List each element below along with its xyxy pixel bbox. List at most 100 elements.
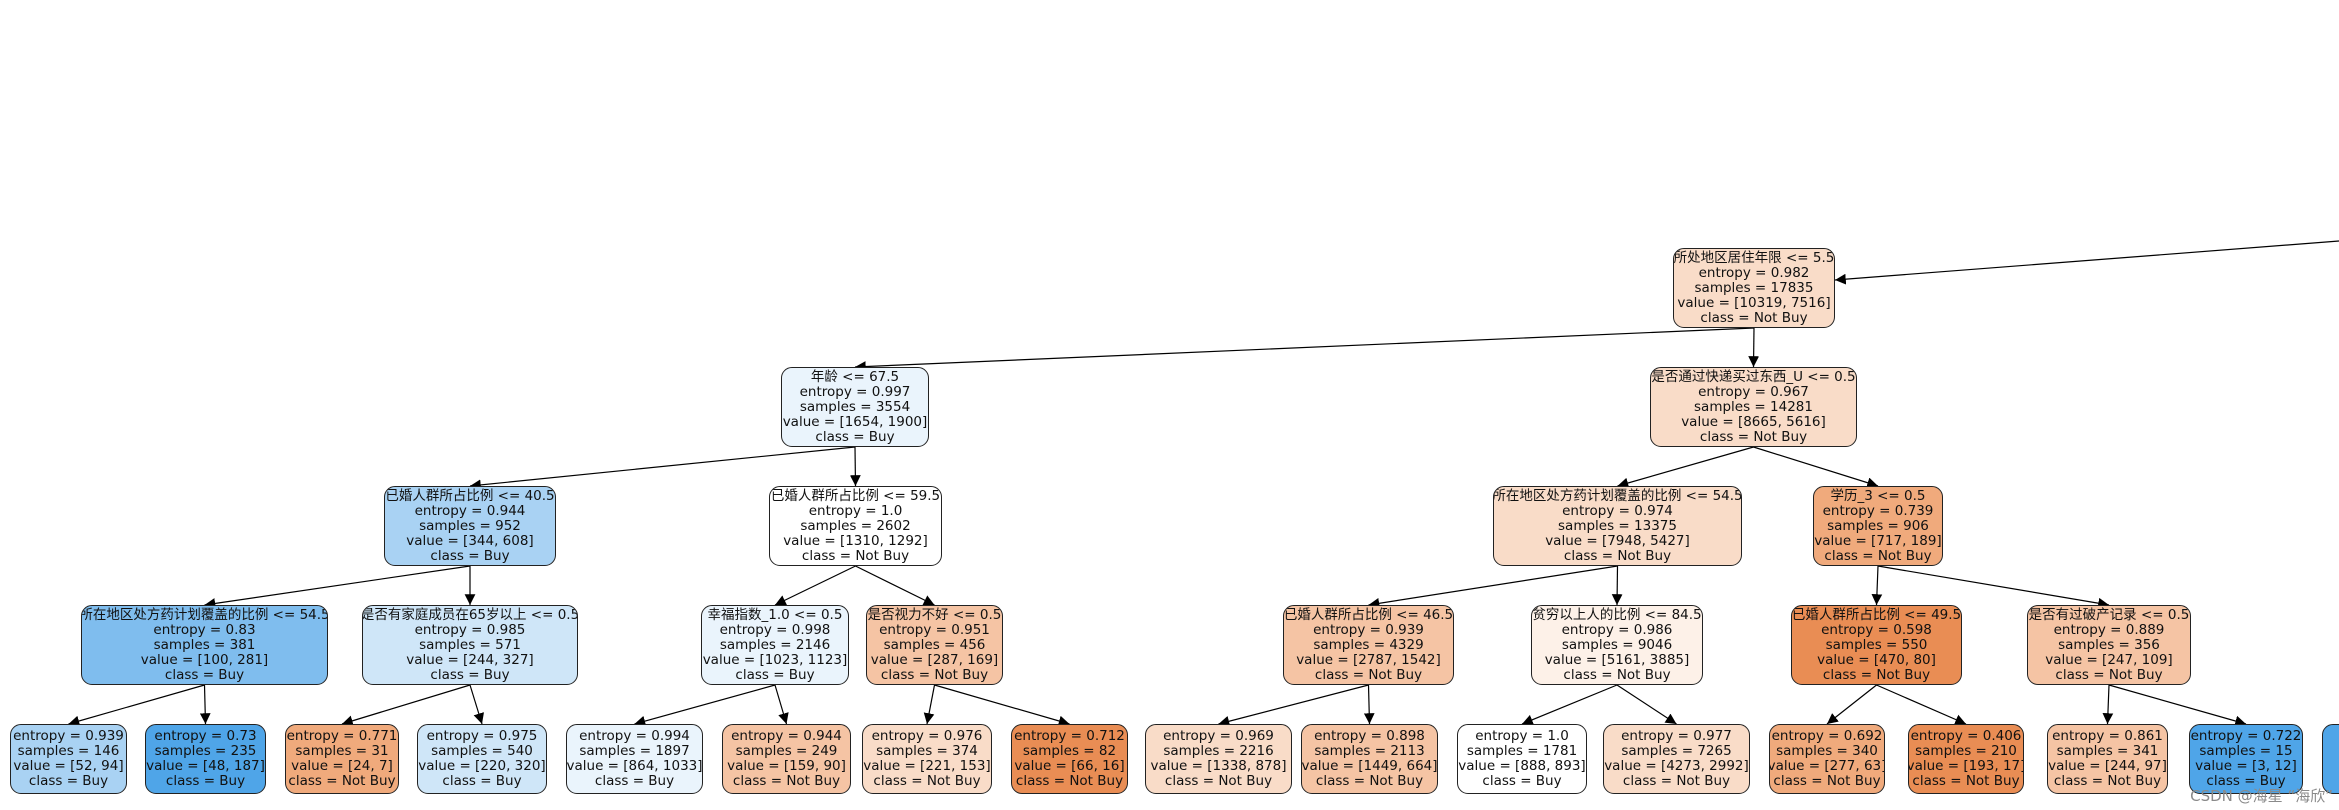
node-line: entropy = 0.939: [1313, 621, 1424, 638]
node-line: class = Not Buy: [1164, 773, 1273, 789]
node-line: samples = 571: [419, 636, 521, 653]
node-line: entropy = 0.975: [426, 728, 538, 744]
edge-parent_offscreen-r: [1834, 240, 2339, 285]
node-line: value = [277, 63]: [1769, 758, 1885, 774]
node-line: class = Buy: [815, 428, 895, 445]
node-line: value = [7948, 5427]: [1545, 532, 1690, 549]
node-line: class = Not Buy: [880, 666, 989, 683]
node-line: samples = 9046: [1561, 636, 1673, 653]
node-line: value = [344, 608]: [406, 532, 534, 549]
node-line: value = [1654, 1900]: [782, 413, 928, 430]
node-line: class = Buy: [430, 666, 510, 683]
node-line: samples = 210: [1915, 743, 2017, 759]
node-line: class = Not Buy: [288, 773, 396, 789]
edge-i-l5: [634, 684, 776, 727]
node-line: samples = 2146: [719, 636, 831, 653]
node-line: value = [864, 1033]: [566, 758, 703, 774]
node-line: entropy = 0.898: [1314, 728, 1425, 744]
node-line: value = [247, 109]: [2045, 651, 2173, 668]
node-line: class = Not Buy: [2055, 666, 2163, 683]
edge-m-l14: [1876, 684, 1967, 725]
node-line: 是否视力不好 <= 0.5: [867, 606, 1002, 623]
node-line: class = Not Buy: [1773, 773, 1881, 789]
node-line: class = Not Buy: [1822, 666, 1931, 683]
node-line: entropy = 0.692: [1771, 728, 1883, 744]
node-line: entropy = 0.944: [731, 728, 842, 744]
node-line: 已婚人群所占比例 <= 40.5: [385, 487, 555, 504]
node-line: samples = 146: [17, 743, 120, 759]
node-line: entropy = 0.889: [2053, 621, 2165, 638]
node-line: 所在地区处方药计划覆盖的比例 <= 54.5: [1493, 487, 1742, 504]
node-line: value = [48, 187]: [146, 758, 265, 774]
node-line: entropy = 0.83: [153, 621, 256, 638]
node-line: class = Not Buy: [1314, 666, 1423, 683]
node-line: value = [470, 80]: [1817, 651, 1936, 668]
node-line: 贫穷以上人的比例 <= 84.5: [1532, 606, 1702, 623]
edge-i-l6: [774, 684, 789, 725]
node-line: value = [220, 320]: [418, 758, 546, 774]
node-line: value = [1310, 1292]: [783, 532, 928, 549]
node-line: value = [3, 12]: [2195, 758, 2297, 774]
node-line: entropy = 0.977: [1621, 728, 1732, 744]
node-line: 是否有过破产记录 <= 0.5: [2028, 606, 2190, 623]
node-line: entropy = 1.0: [808, 502, 903, 519]
edge-g-l2: [199, 684, 211, 725]
node-line: samples = 4329: [1313, 636, 1424, 653]
edge-l-l11: [1521, 684, 1618, 725]
node-line: class = Not Buy: [1700, 309, 1808, 326]
node-line: class = Buy: [1482, 773, 1562, 789]
node-line: value = [244, 327]: [406, 651, 534, 668]
node-line: class = Buy: [735, 666, 815, 683]
edge-j-l7: [923, 684, 936, 725]
edge-n-l16: [2108, 684, 2247, 727]
node-line: value = [1449, 664]: [1301, 758, 1438, 774]
edge-r-b: [1748, 327, 1760, 368]
node-line: 已婚人群所占比例 <= 46.5: [1283, 606, 1454, 623]
node-line: samples = 82: [1022, 743, 1117, 759]
edge-r-a: [854, 327, 1755, 372]
node-line: entropy = 0.73: [154, 728, 257, 744]
node-line: class = Buy: [430, 547, 510, 564]
edge-b-e: [1617, 446, 1754, 489]
node-line: 学历_3 <= 0.5: [1830, 487, 1926, 504]
node-line: samples = 374: [876, 743, 978, 759]
node-line: value = [5161, 3885]: [1544, 651, 1690, 668]
node-line: 年龄 <= 67.5: [810, 368, 900, 385]
node-line: 已婚人群所占比例 <= 59.5: [770, 487, 941, 504]
edge-g-l1: [68, 684, 205, 727]
node-line: entropy = 0.998: [719, 621, 831, 638]
node-line: samples = 550: [1825, 636, 1928, 653]
node-line: 是否通过快递买过东西_U <= 0.5: [1651, 368, 1856, 385]
node-line: entropy = 0.939: [13, 728, 124, 744]
node-line: samples = 17835: [1694, 279, 1814, 296]
node-line: value = [8665, 5616]: [1681, 413, 1826, 430]
node-line: class = Buy: [442, 773, 522, 789]
edge-n-l15: [2102, 684, 2114, 725]
node-line: class = Not Buy: [732, 773, 841, 789]
node-line: samples = 356: [2058, 636, 2160, 653]
node-line: class = Not Buy: [1563, 547, 1672, 564]
node-line: samples = 3554: [799, 398, 911, 415]
node-line: class = Buy: [164, 666, 245, 683]
node-line: value = [717, 189]: [1814, 532, 1942, 549]
edge-j-l8: [934, 684, 1070, 727]
node-line: entropy = 0.712: [1014, 728, 1125, 744]
edge-e-k: [1368, 565, 1618, 609]
node-line: entropy = 0.976: [871, 728, 983, 744]
